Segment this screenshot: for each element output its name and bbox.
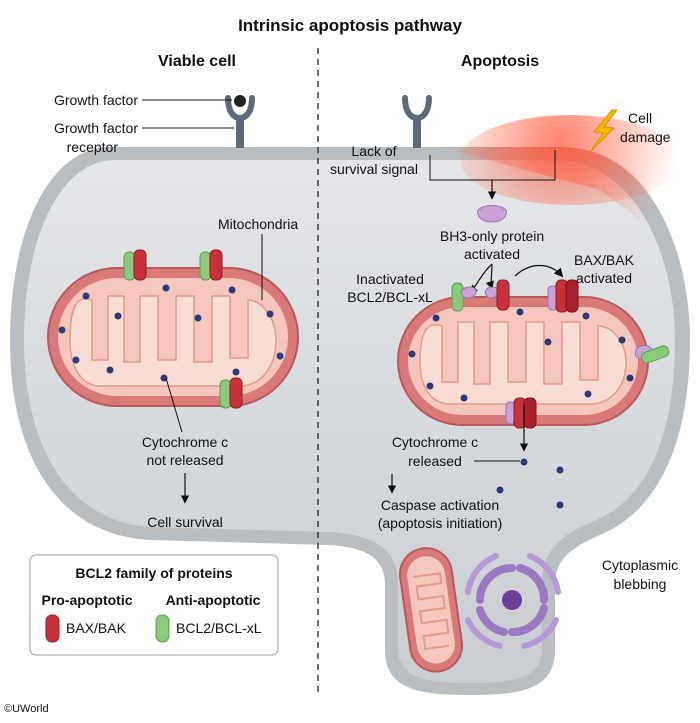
inactivated-label-2: BCL2/BCL-xL bbox=[347, 289, 433, 305]
legend-pro-header: Pro-apoptotic bbox=[42, 592, 133, 608]
copyright-label: ©UWorld bbox=[4, 703, 49, 715]
cytochrome-c-dots bbox=[496, 458, 564, 509]
legend-anti-header: Anti-apoptotic bbox=[166, 592, 261, 608]
baxbak-label-2: activated bbox=[576, 270, 632, 286]
bax-bh3-complex bbox=[484, 279, 510, 311]
bax-bak-pore bbox=[505, 397, 537, 429]
growth-factor-ligand bbox=[234, 95, 246, 107]
bh3-label-2: activated bbox=[464, 246, 520, 262]
caspase-label-2: (apoptosis initiation) bbox=[378, 515, 503, 531]
lack-signal-label-2: survival signal bbox=[330, 161, 418, 177]
cytochrome-label-left-2: not released bbox=[146, 452, 223, 468]
bcl2-bax-complex bbox=[199, 249, 223, 281]
mitochondrion-viable bbox=[47, 267, 299, 407]
cytochrome-label-left-1: Cytochrome c bbox=[142, 434, 228, 450]
legend-anti-item: BCL2/BCL-xL bbox=[176, 620, 262, 636]
caspase-label-1: Caspase activation bbox=[381, 497, 499, 513]
inactivated-label-1: Inactivated bbox=[356, 271, 424, 287]
bh3-protein bbox=[477, 205, 507, 223]
mitochondria-label: Mitochondria bbox=[218, 216, 298, 232]
lightning-icon bbox=[589, 109, 619, 153]
legend-pro-swatch bbox=[45, 614, 60, 643]
receptor-label-1: Growth factor bbox=[54, 120, 138, 136]
cytochrome-label-right-1: Cytochrome c bbox=[392, 434, 478, 450]
bcl2-bax-complex bbox=[123, 249, 147, 281]
cytochrome-label-right-2: released bbox=[408, 453, 462, 469]
legend: BCL2 family of proteins Pro-apoptotic An… bbox=[29, 554, 279, 656]
lack-signal-label-1: Lack of bbox=[351, 143, 396, 159]
cell-damage-label-2: damage bbox=[620, 129, 671, 145]
legend-pro-item: BAX/BAK bbox=[66, 620, 127, 636]
bleb-mitochondrion bbox=[398, 547, 464, 673]
fragmented-er bbox=[465, 553, 561, 649]
baxbak-label-1: BAX/BAK bbox=[574, 252, 635, 268]
bax-bak-pore bbox=[547, 279, 579, 313]
bcl2-bh3-complex bbox=[451, 282, 477, 312]
apoptosis-heading: Apoptosis bbox=[461, 53, 539, 70]
mitochondrion-apoptotic bbox=[397, 296, 649, 426]
bcl2-bh3-complex bbox=[634, 345, 670, 364]
growth-factor-label: Growth factor bbox=[54, 92, 138, 108]
cell-damage-label-1: Cell bbox=[628, 110, 652, 126]
legend-anti-swatch bbox=[155, 614, 170, 643]
viable-cell-heading: Viable cell bbox=[158, 53, 236, 70]
blebbing-label-2: blebbing bbox=[614, 576, 667, 592]
bh3-label-1: BH3-only protein bbox=[440, 228, 544, 244]
growth-factor-receptor-empty bbox=[402, 95, 432, 148]
receptor-label-2: receptor bbox=[67, 139, 119, 155]
legend-title: BCL2 family of proteins bbox=[75, 565, 232, 581]
blebbing-label-1: Cytoplasmic bbox=[602, 557, 678, 573]
cell-survival-label: Cell survival bbox=[147, 514, 222, 530]
diagram-title: Intrinsic apoptosis pathway bbox=[238, 16, 462, 35]
bcl2-bax-complex bbox=[219, 377, 243, 409]
growth-factor-receptor bbox=[225, 95, 255, 148]
